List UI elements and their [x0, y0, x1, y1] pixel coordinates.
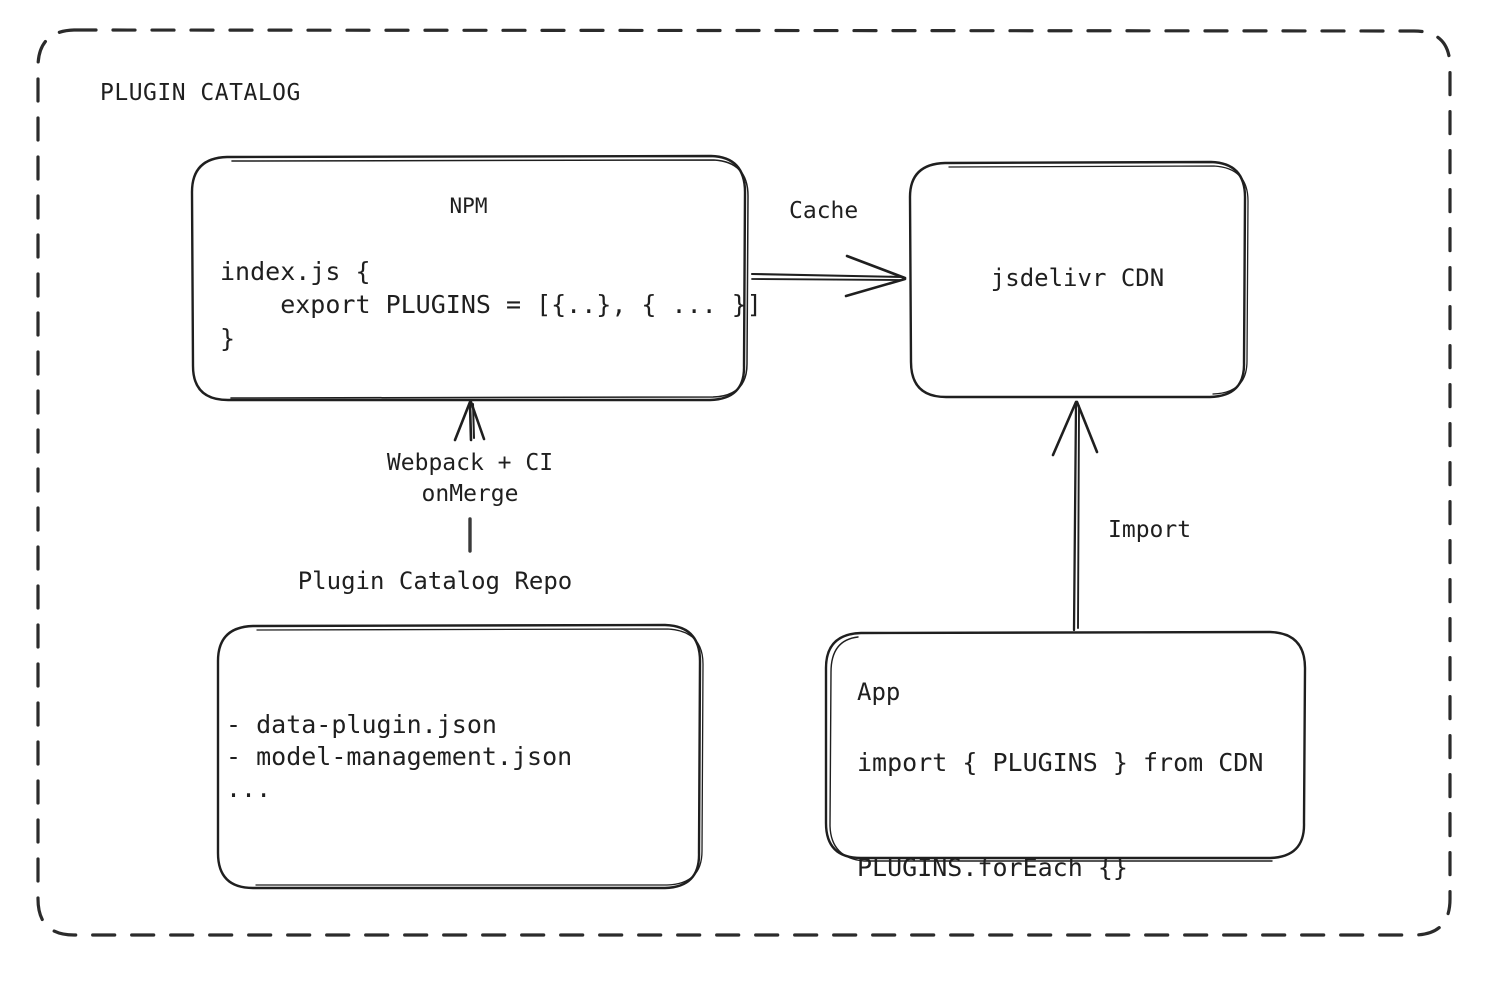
app-node-title: App [857, 678, 901, 706]
repo-node-label: Plugin Catalog Repo [297, 567, 573, 595]
npm-node-code: index.js { export PLUGINS = [{..}, { ...… [220, 257, 762, 353]
app-node-code: import { PLUGINS } from CDN PLUGINS.forE… [857, 748, 1264, 882]
edge-app-to-cdn [1051, 400, 1099, 632]
edge-label-webpack-ci: Webpack + CI onMerge [386, 450, 554, 508]
npm-node-title: NPM [449, 194, 488, 218]
edge-npm-to-cdn [750, 254, 907, 298]
frame-title: PLUGIN CATALOG [100, 80, 301, 106]
cdn-node-title: jsdelivr CDN [990, 264, 1165, 292]
edge-label-cache: Cache [789, 198, 859, 224]
edge-label-import: Import [1108, 517, 1192, 543]
repo-node-items: - data-plugin.json - model-management.js… [226, 710, 573, 803]
